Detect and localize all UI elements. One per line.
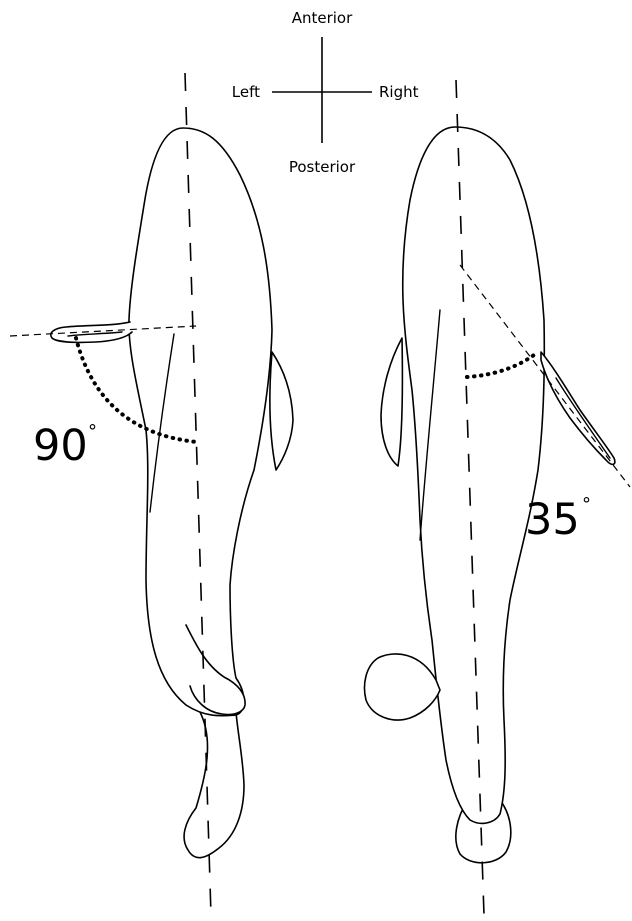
left-angle-value: 90 bbox=[33, 421, 88, 471]
left-fish-tail bbox=[184, 712, 244, 858]
right-fish-right-pectoral-fin bbox=[541, 352, 615, 464]
right-fish-pelvic-fin bbox=[365, 654, 441, 720]
label-anterior: Anterior bbox=[292, 9, 353, 27]
fish-left bbox=[51, 128, 293, 858]
right-fish-fin-crease bbox=[556, 378, 610, 458]
label-right: Right bbox=[379, 83, 419, 101]
right-fish-left-pectoral-fin bbox=[381, 338, 402, 466]
label-posterior: Posterior bbox=[289, 158, 356, 176]
label-left: Left bbox=[232, 83, 260, 101]
left-fish-body bbox=[129, 128, 272, 716]
right-angle-degree-symbol: ° bbox=[582, 494, 591, 515]
right-fish-body bbox=[403, 127, 545, 823]
orientation-compass: Anterior Posterior Left Right bbox=[232, 9, 419, 176]
left-angle-degree-symbol: ° bbox=[88, 421, 97, 442]
left-fish-right-pectoral-fin bbox=[270, 352, 293, 470]
right-angle-value: 35 bbox=[525, 495, 580, 545]
